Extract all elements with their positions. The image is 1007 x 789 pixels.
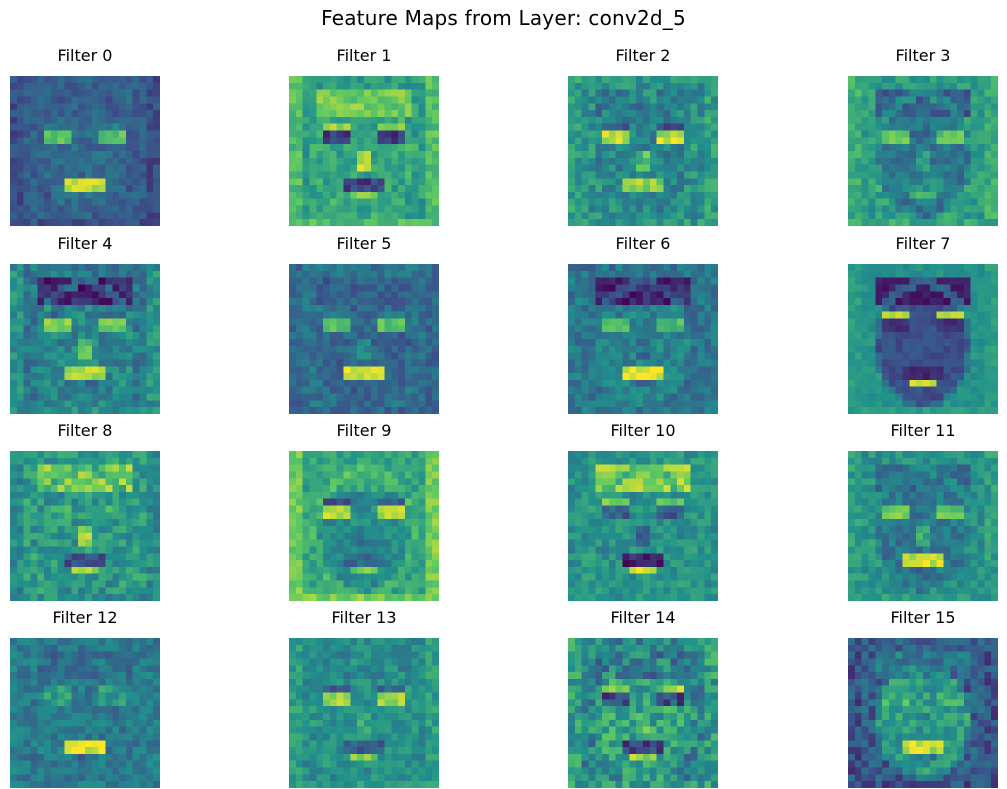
panel-title: Filter 12 <box>52 608 118 627</box>
feature-map-heatmap <box>289 76 439 226</box>
feature-map-heatmap <box>848 264 998 414</box>
feature-map-heatmap <box>568 638 718 788</box>
feature-map-panel: Filter 4 <box>10 233 160 415</box>
panel-title: Filter 13 <box>331 608 397 627</box>
feature-map-panel: Filter 6 <box>568 233 718 415</box>
feature-map-heatmap <box>289 451 439 601</box>
feature-map-panel: Filter 15 <box>848 607 998 789</box>
feature-map-panel: Filter 1 <box>289 45 439 227</box>
panel-title: Filter 7 <box>895 234 951 253</box>
feature-map-heatmap <box>848 76 998 226</box>
panel-title: Filter 10 <box>610 421 676 440</box>
panel-title: Filter 4 <box>57 234 113 253</box>
panel-title: Filter 3 <box>895 46 951 65</box>
feature-map-panel: Filter 8 <box>10 420 160 602</box>
feature-map-heatmap <box>289 638 439 788</box>
feature-map-heatmap <box>568 451 718 601</box>
feature-map-panel: Filter 9 <box>289 420 439 602</box>
panel-title: Filter 5 <box>336 234 392 253</box>
panel-title: Filter 11 <box>890 421 956 440</box>
panel-title: Filter 8 <box>57 421 113 440</box>
feature-map-panel: Filter 12 <box>10 607 160 789</box>
feature-map-heatmap <box>10 638 160 788</box>
panel-title: Filter 14 <box>610 608 676 627</box>
feature-map-heatmap <box>10 451 160 601</box>
panel-title: Filter 2 <box>615 46 671 65</box>
figure-title: Feature Maps from Layer: conv2d_5 <box>321 6 686 30</box>
panel-title: Filter 0 <box>57 46 113 65</box>
feature-map-heatmap <box>289 264 439 414</box>
feature-map-panel: Filter 7 <box>848 233 998 415</box>
feature-map-heatmap <box>848 638 998 788</box>
feature-map-heatmap <box>568 76 718 226</box>
feature-map-panel: Filter 10 <box>568 420 718 602</box>
feature-map-panel: Filter 14 <box>568 607 718 789</box>
panel-title: Filter 6 <box>615 234 671 253</box>
feature-map-panel: Filter 11 <box>848 420 998 602</box>
feature-map-panel: Filter 3 <box>848 45 998 227</box>
feature-map-heatmap <box>10 264 160 414</box>
feature-map-heatmap <box>10 76 160 226</box>
panel-title: Filter 15 <box>890 608 956 627</box>
feature-map-panel: Filter 13 <box>289 607 439 789</box>
feature-map-panel: Filter 2 <box>568 45 718 227</box>
panel-title: Filter 1 <box>336 46 392 65</box>
feature-map-heatmap <box>848 451 998 601</box>
feature-map-heatmap <box>568 264 718 414</box>
feature-map-panel: Filter 0 <box>10 45 160 227</box>
feature-map-panel: Filter 5 <box>289 233 439 415</box>
panel-title: Filter 9 <box>336 421 392 440</box>
